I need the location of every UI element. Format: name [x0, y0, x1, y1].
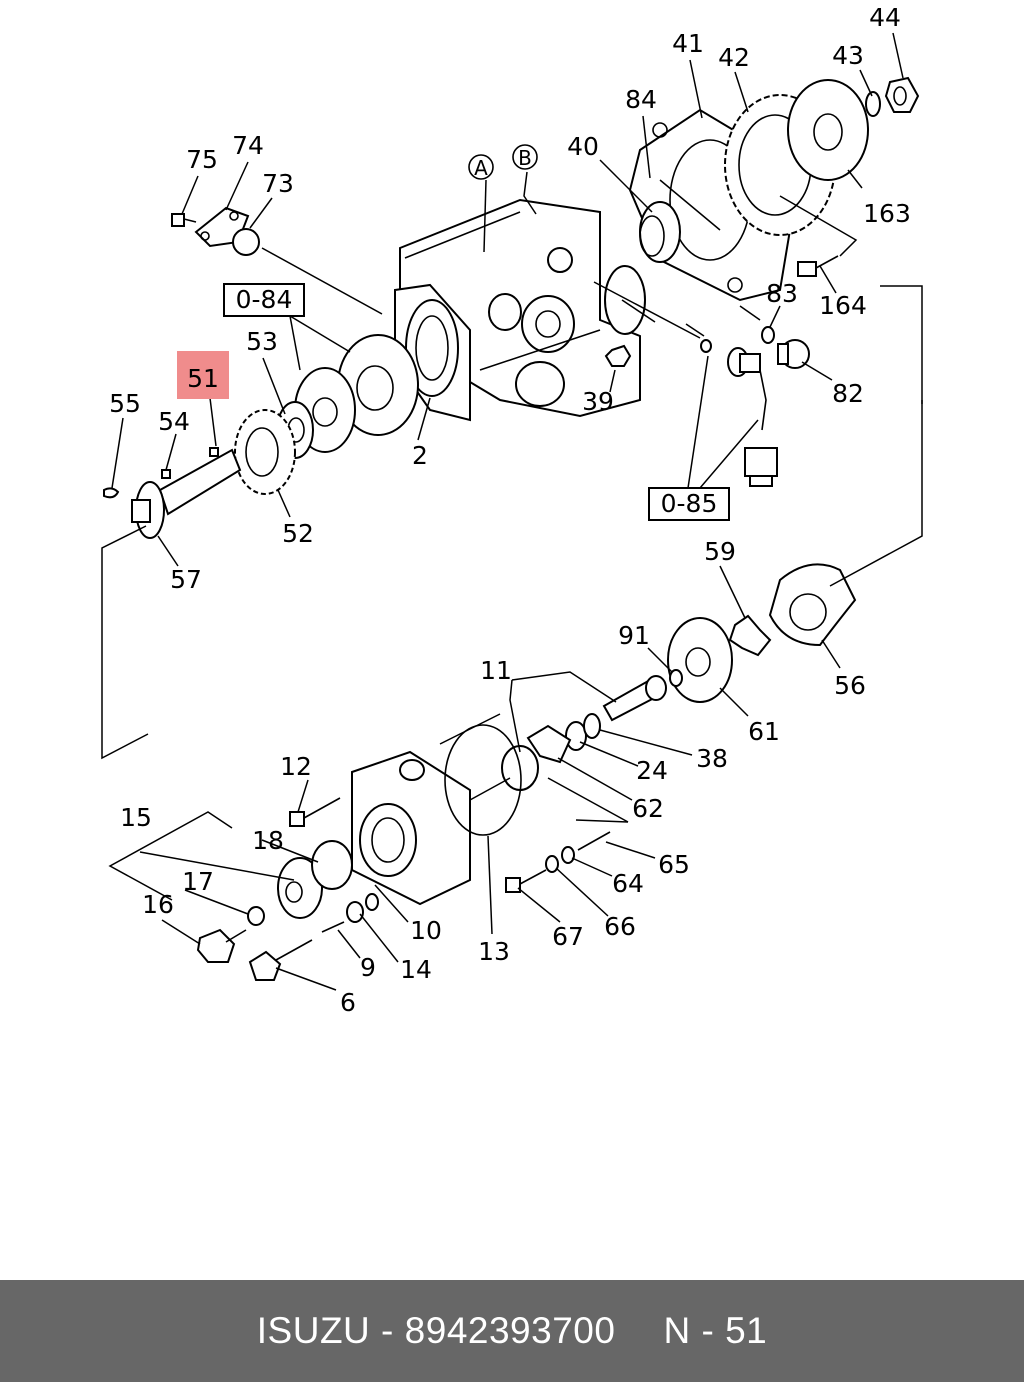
callout: 57	[170, 565, 202, 594]
flyweight	[728, 614, 772, 657]
mounting-bolt	[289, 797, 341, 827]
callout: 39	[582, 387, 614, 416]
callout: 61	[748, 717, 780, 746]
leader-lines	[108, 32, 904, 991]
callout: 18	[252, 826, 284, 855]
svg-text:B: B	[518, 146, 532, 170]
callout: 64	[612, 869, 644, 898]
exploded-parts-diagram: 0-84 0-85 A B 51 44 41 42 43 84 40 75 74…	[101, 3, 923, 1017]
o-ring-cover	[232, 228, 260, 256]
callout: 83	[766, 279, 798, 308]
governor-cage	[768, 563, 857, 647]
callout: 38	[696, 744, 728, 773]
callout: 62	[632, 794, 664, 823]
snap-ring	[865, 91, 881, 117]
spring	[321, 921, 345, 933]
drive-shaft	[103, 447, 242, 539]
svg-text:0-84: 0-84	[236, 285, 293, 314]
callout: 54	[158, 407, 190, 436]
callout-51: 51	[187, 364, 219, 393]
regulating-valve	[247, 840, 353, 926]
hub-flange	[787, 79, 869, 181]
plug	[777, 339, 810, 369]
governor-gear	[234, 409, 296, 495]
callout: 2	[412, 441, 428, 470]
callout: 16	[142, 890, 174, 919]
circled-label-a: A	[468, 154, 494, 180]
pump-shaft	[602, 669, 683, 722]
callout: 24	[636, 756, 668, 785]
feed-pump-body	[351, 724, 539, 906]
callout: 74	[232, 131, 264, 160]
callout: 56	[834, 671, 866, 700]
callout: 41	[672, 29, 704, 58]
callout: 84	[625, 85, 657, 114]
svg-text:0-85: 0-85	[661, 489, 718, 518]
callout: 42	[718, 43, 750, 72]
callout: 163	[863, 199, 911, 228]
callout: 14	[400, 955, 432, 984]
callout: 15	[120, 803, 152, 832]
hex-bolt	[196, 928, 247, 963]
circled-label-b: B	[512, 144, 538, 170]
callout: 44	[869, 3, 901, 32]
callout: 67	[552, 922, 584, 951]
check-valve	[346, 901, 364, 923]
callout: 40	[567, 132, 599, 161]
callout: 13	[478, 937, 510, 966]
boxed-label-0-84: 0-84	[223, 283, 305, 317]
fastener-set	[505, 831, 611, 893]
highlight-box	[177, 351, 229, 399]
assembly-frame	[101, 285, 923, 760]
callout: 11	[480, 656, 512, 685]
callout: 55	[109, 389, 141, 418]
footer-separator: -	[370, 1310, 405, 1351]
governor-plate	[667, 617, 733, 703]
pump-housing	[394, 198, 646, 422]
callout: 43	[832, 41, 864, 70]
small-bolt	[171, 213, 197, 227]
sensor-harness	[700, 339, 778, 487]
callout: 65	[658, 850, 690, 879]
union-fitting	[248, 939, 313, 981]
callout: 12	[280, 752, 312, 781]
brand-name: ISUZU	[256, 1310, 371, 1351]
callout: 164	[819, 291, 867, 320]
callout: 91	[618, 621, 650, 650]
nut	[604, 344, 632, 367]
bolt	[797, 255, 839, 277]
gasket	[365, 893, 379, 911]
reference-number: 51	[725, 1310, 768, 1351]
callout: 73	[262, 169, 294, 198]
callout: 53	[246, 327, 278, 356]
part-info-footer: ISUZU - 8942393700 N - 51	[0, 1280, 1024, 1382]
callout: 52	[282, 519, 314, 548]
callout: 82	[832, 379, 864, 408]
hex-nut	[884, 76, 920, 113]
seal-set	[526, 713, 601, 764]
callout: 66	[604, 912, 636, 941]
callout-numbers: 44 41 42 43 84 40 75 74 73 163 164 83 82…	[109, 3, 911, 1017]
spacer-flange	[294, 334, 419, 453]
part-number: 8942393700	[404, 1310, 616, 1351]
callout: 10	[410, 916, 442, 945]
bearing	[639, 201, 681, 263]
callout: 6	[340, 988, 356, 1017]
svg-text:A: A	[474, 156, 488, 180]
callout: 59	[704, 537, 736, 566]
callout: 17	[182, 867, 214, 896]
reference-prefix: N -	[663, 1310, 726, 1351]
callout: 75	[186, 145, 218, 174]
boxed-label-0-85: 0-85	[648, 487, 730, 521]
callout: 9	[360, 953, 376, 982]
o-ring	[761, 326, 775, 344]
